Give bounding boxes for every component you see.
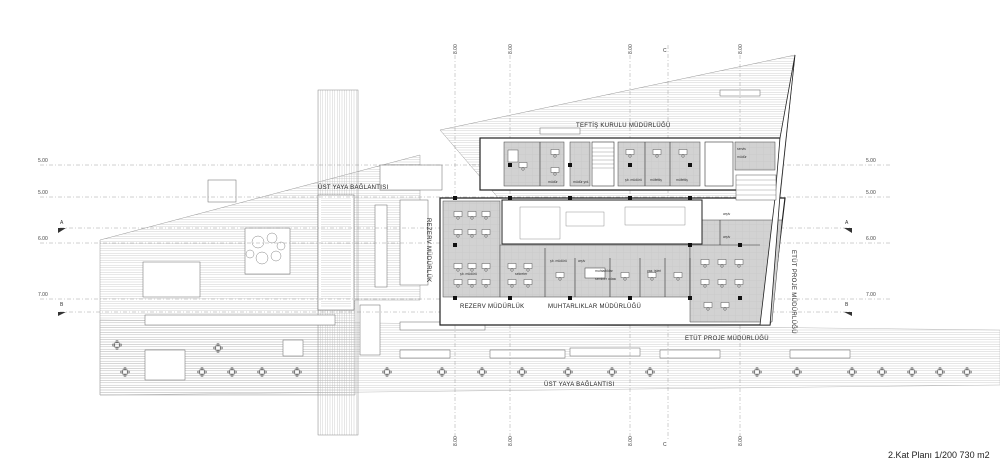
svg-text:A: A bbox=[60, 220, 64, 226]
label-rezerv-vertical: REZERV MÜDÜRLÜK bbox=[425, 218, 432, 282]
svg-text:müdür: müdür bbox=[737, 155, 747, 159]
level-marks: 5.00 5.00 6.00 7.00 5.00 5.00 6.00 7.00 bbox=[38, 158, 876, 298]
plan-caption: 2.Kat Planı 1/200 730 m2 bbox=[888, 450, 990, 460]
svg-text:sekreter: sekreter bbox=[515, 272, 528, 276]
svg-text:6.00: 6.00 bbox=[38, 236, 48, 242]
svg-text:C: C bbox=[663, 48, 667, 54]
svg-text:arşiv: arşiv bbox=[578, 259, 585, 263]
label-teftis: TEFTİŞ KURULU MÜDÜRLÜĞÜ bbox=[576, 122, 671, 129]
label-ust-yaya-top: ÜST YAYA BAĞLANTISI bbox=[318, 184, 389, 191]
meeting-table bbox=[584, 267, 606, 279]
svg-text:şb. müdürü: şb. müdürü bbox=[550, 259, 567, 263]
svg-text:7.00: 7.00 bbox=[38, 292, 48, 298]
svg-text:8.00: 8.00 bbox=[628, 44, 634, 54]
svg-text:şb. müdürü: şb. müdürü bbox=[625, 178, 642, 182]
zone-labels: TEFTİŞ KURULU MÜDÜRLÜĞÜ ÜST YAYA BAĞLANT… bbox=[318, 122, 797, 388]
svg-text:C: C bbox=[663, 442, 667, 448]
svg-text:servis: servis bbox=[737, 147, 746, 151]
svg-text:8.00: 8.00 bbox=[738, 436, 744, 446]
label-etut-proje-bottom: ETÜT PROJE MÜDÜRLÜĞÜ bbox=[685, 335, 769, 342]
svg-text:6.00: 6.00 bbox=[866, 236, 876, 242]
section-markers: A B A B C C bbox=[58, 48, 852, 448]
svg-text:müdür: müdür bbox=[548, 180, 558, 184]
svg-text:muhtarlıklar: muhtarlıklar bbox=[595, 269, 614, 273]
svg-text:5.00: 5.00 bbox=[866, 158, 876, 164]
partition-walls bbox=[539, 142, 760, 297]
svg-text:8.00: 8.00 bbox=[453, 44, 459, 54]
svg-text:7.00: 7.00 bbox=[866, 292, 876, 298]
svg-text:arşiv: arşiv bbox=[723, 235, 730, 239]
svg-text:müfettiş: müfettiş bbox=[676, 178, 688, 182]
svg-text:8.00: 8.00 bbox=[508, 436, 514, 446]
svg-text:A: A bbox=[845, 220, 849, 226]
structural-columns bbox=[453, 163, 742, 300]
label-ust-yaya-bottom: ÜST YAYA BAĞLANTISI bbox=[544, 381, 615, 388]
svg-text:B: B bbox=[60, 302, 64, 308]
svg-text:5.00: 5.00 bbox=[38, 190, 48, 196]
svg-text:yaz. işleri: yaz. işleri bbox=[647, 269, 661, 273]
grid-dimensions: 8.00 8.00 8.00 8.00 8.00 8.00 8.00 8.00 bbox=[453, 44, 744, 446]
svg-text:5.00: 5.00 bbox=[866, 190, 876, 196]
svg-text:8.00: 8.00 bbox=[508, 44, 514, 54]
room-labels: müdür müdür yrd. şb. müdürü müfettiş müf… bbox=[460, 147, 747, 281]
svg-text:arşiv: arşiv bbox=[723, 212, 730, 216]
svg-text:seminer odası: seminer odası bbox=[595, 277, 616, 281]
label-muhtarliklar: MUHTARLIKLAR MÜDÜRLÜĞÜ bbox=[548, 303, 641, 310]
svg-text:5.00: 5.00 bbox=[38, 158, 48, 164]
svg-text:8.00: 8.00 bbox=[738, 44, 744, 54]
svg-text:8.00: 8.00 bbox=[453, 436, 459, 446]
svg-text:şb. müdürü: şb. müdürü bbox=[460, 272, 477, 276]
label-etut-proje-vertical: ETÜT PROJE MÜDÜRLÜĞÜ bbox=[790, 250, 797, 334]
svg-text:B: B bbox=[845, 302, 849, 308]
plaza-objects bbox=[142, 89, 851, 381]
svg-text:müfettiş: müfettiş bbox=[650, 178, 662, 182]
tree-cluster bbox=[245, 232, 286, 265]
svg-text:müdür yrd.: müdür yrd. bbox=[573, 180, 589, 184]
label-rezerv-bottom: REZERV MÜDÜRLÜK bbox=[460, 303, 524, 310]
svg-text:8.00: 8.00 bbox=[628, 436, 634, 446]
